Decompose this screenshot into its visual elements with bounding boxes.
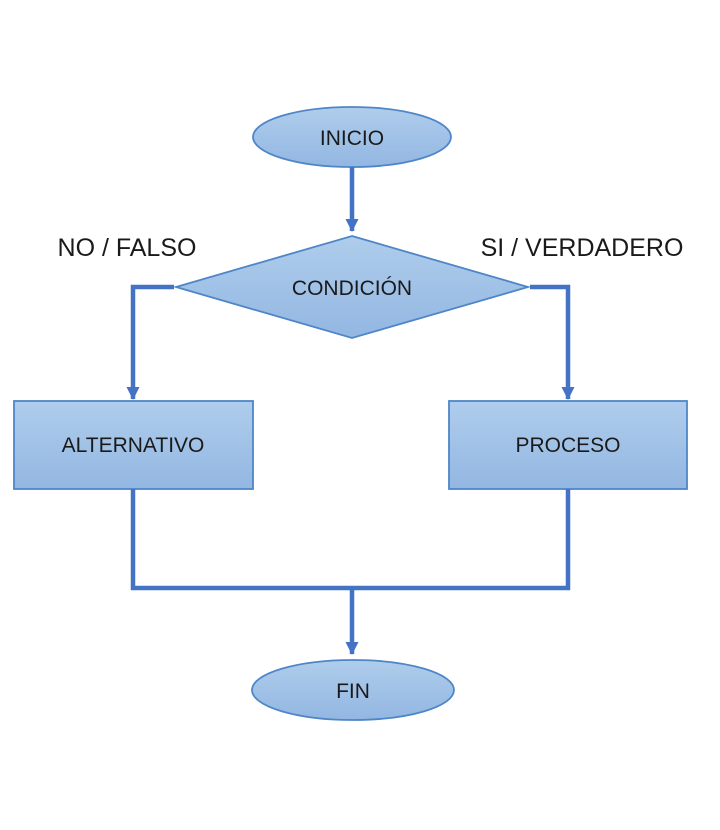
node-proceso-process xyxy=(448,400,688,490)
edge-merge-alternativo-proceso xyxy=(130,489,571,591)
edge-condicion-to-proceso xyxy=(530,284,575,400)
label-condicion: CONDICIÓN xyxy=(292,277,412,300)
label-branch-si-verdadero: SI / VERDADERO xyxy=(481,234,684,262)
node-fin-terminator xyxy=(251,659,455,721)
label-fin: FIN xyxy=(336,680,370,703)
label-branch-no-falso: NO / FALSO xyxy=(58,234,197,262)
node-condicion-decision xyxy=(172,235,532,339)
node-alternativo-process xyxy=(13,400,254,490)
edge-condicion-to-alternativo xyxy=(126,284,174,400)
label-proceso: PROCESO xyxy=(515,434,620,457)
label-alternativo: ALTERNATIVO xyxy=(62,434,205,457)
label-inicio: INICIO xyxy=(320,127,384,150)
